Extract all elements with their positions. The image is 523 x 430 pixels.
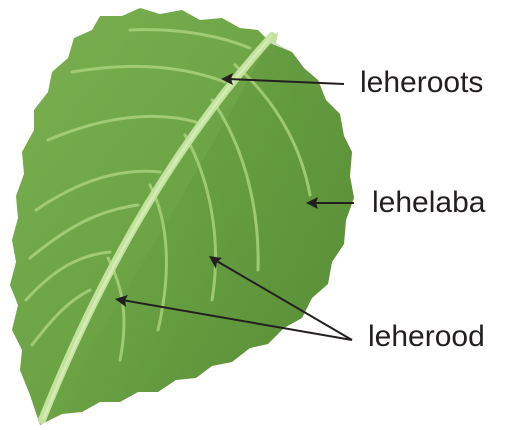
- label-veins: leherood: [368, 322, 485, 352]
- label-blade: lehelaba: [372, 188, 485, 218]
- label-midrib: leheroots: [360, 68, 483, 98]
